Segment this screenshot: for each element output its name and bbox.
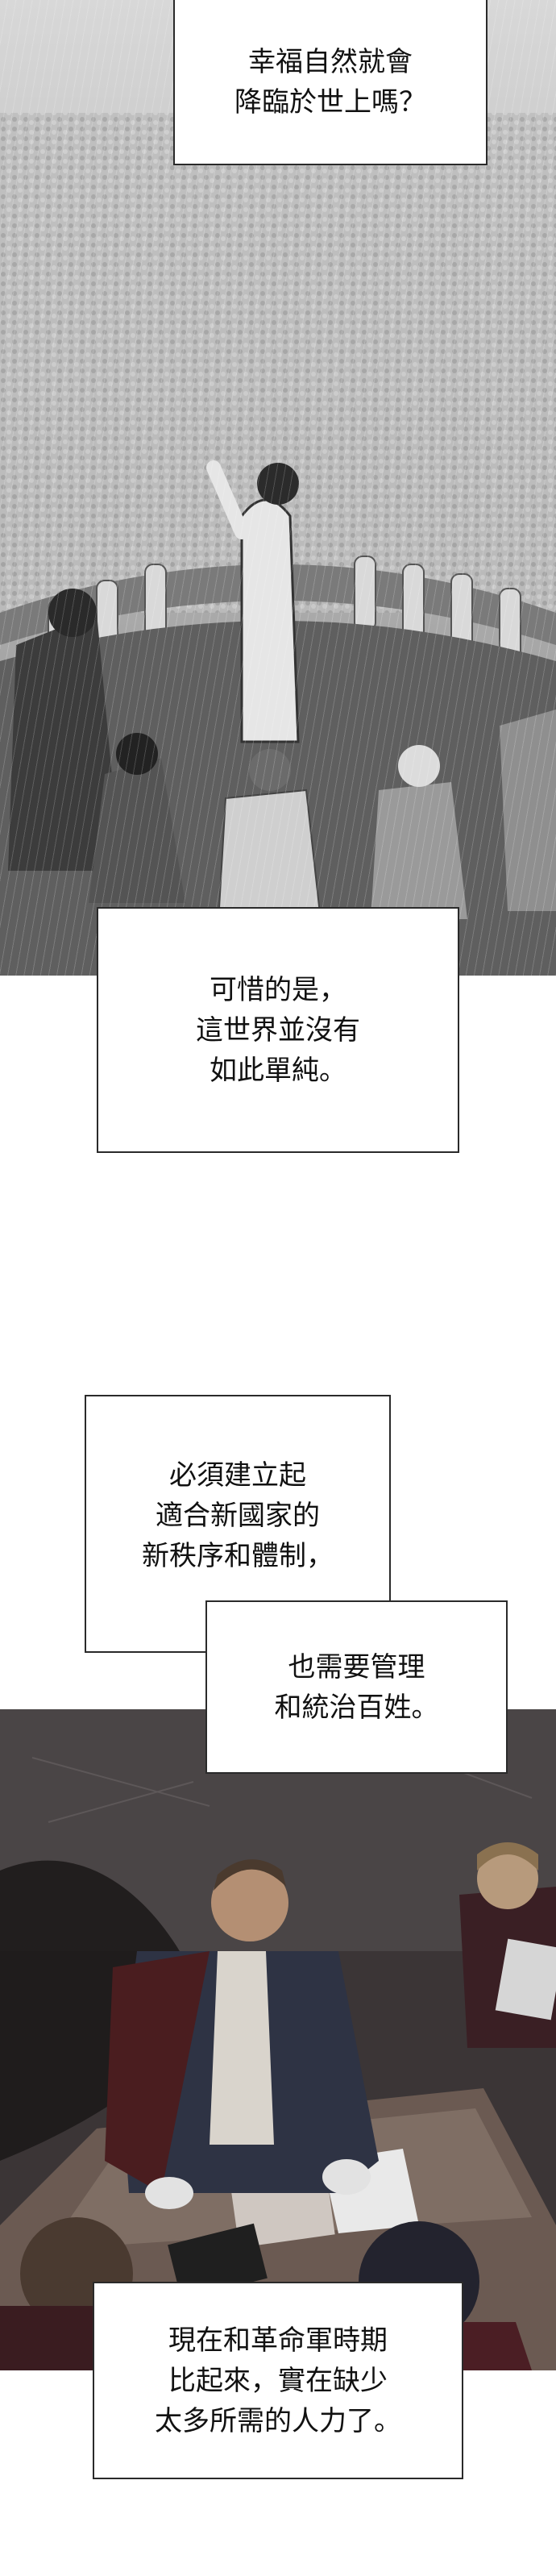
narration-5-line-2: 比起來，實在缺少	[168, 2364, 388, 2397]
narration-3-line-1: 必須建立起	[169, 1459, 306, 1492]
narration-box-4: 也需要管理 和統治百姓。	[205, 1600, 508, 1774]
narration-2-line-3: 如此單純。	[210, 1054, 346, 1087]
narration-1-line-1: 幸福自然就會	[248, 45, 413, 78]
narration-3-line-3: 新秩序和體制，	[142, 1540, 334, 1572]
narration-4-line-1: 也需要管理	[288, 1650, 425, 1683]
narration-box-5: 現在和革命軍時期 比起來，實在缺少 太多所需的人力了。	[93, 2282, 463, 2479]
narration-2-line-2: 這世界並沒有	[196, 1013, 360, 1047]
narration-5-line-3: 太多所需的人力了。	[155, 2404, 401, 2437]
narration-5-line-1: 現在和革命軍時期	[168, 2324, 388, 2357]
narration-1-line-2: 降臨於世上嗎？	[234, 85, 426, 119]
narration-box-1: 幸福自然就會 降臨於世上嗎？	[173, 0, 488, 165]
narration-2-line-1: 可惜的是，	[210, 973, 346, 1006]
narration-box-2: 可惜的是， 這世界並沒有 如此單純。	[97, 907, 459, 1153]
narration-4-line-2: 和統治百姓。	[274, 1691, 439, 1724]
panel-war-room	[0, 1709, 556, 2370]
war-room-illustration	[0, 1709, 556, 2370]
narration-3-line-2: 適合新國家的	[156, 1500, 320, 1532]
